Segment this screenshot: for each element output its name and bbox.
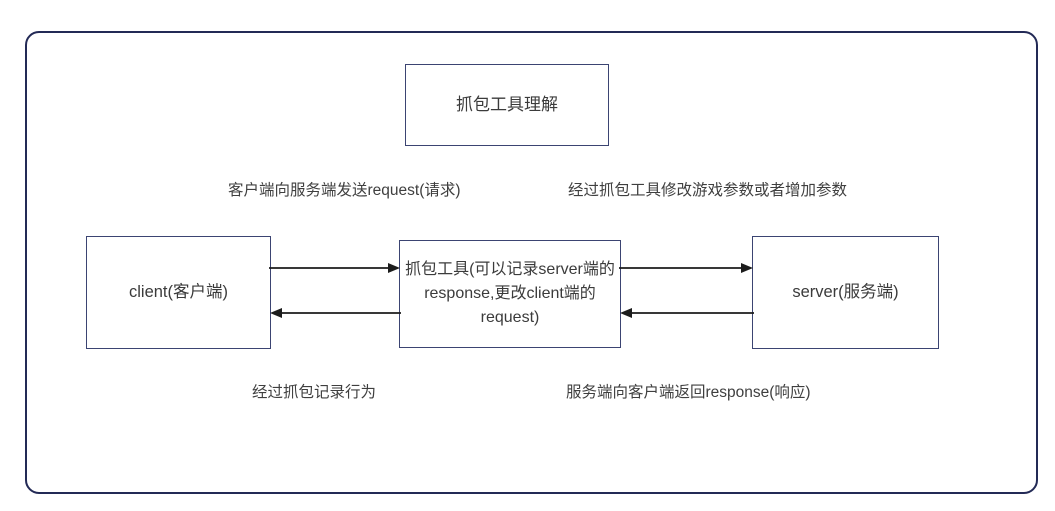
edge-label-client-to-proxy: 客户端向服务端发送request(请求) — [228, 182, 461, 199]
edge-label-proxy-to-client: 经过抓包记录行为 — [252, 384, 377, 401]
diagram-outer-frame — [25, 31, 1038, 494]
node-proxy-label: 抓包工具(可以记录server端的response,更改client端的requ… — [405, 261, 615, 326]
edge-label-server-to-proxy: 服务端向客户端返回response(响应) — [566, 384, 811, 401]
node-client: client(客户端) — [86, 236, 271, 349]
title-box: 抓包工具理解 — [405, 64, 609, 146]
edge-label-proxy-to-server: 经过抓包工具修改游戏参数或者增加参数 — [568, 182, 848, 199]
node-client-label: client(客户端) — [128, 282, 228, 301]
node-server-label: server(服务端) — [792, 282, 899, 301]
node-proxy: 抓包工具(可以记录server端的response,更改client端的requ… — [399, 240, 621, 348]
title-box-label: 抓包工具理解 — [456, 94, 558, 114]
node-server: server(服务端) — [752, 236, 939, 349]
